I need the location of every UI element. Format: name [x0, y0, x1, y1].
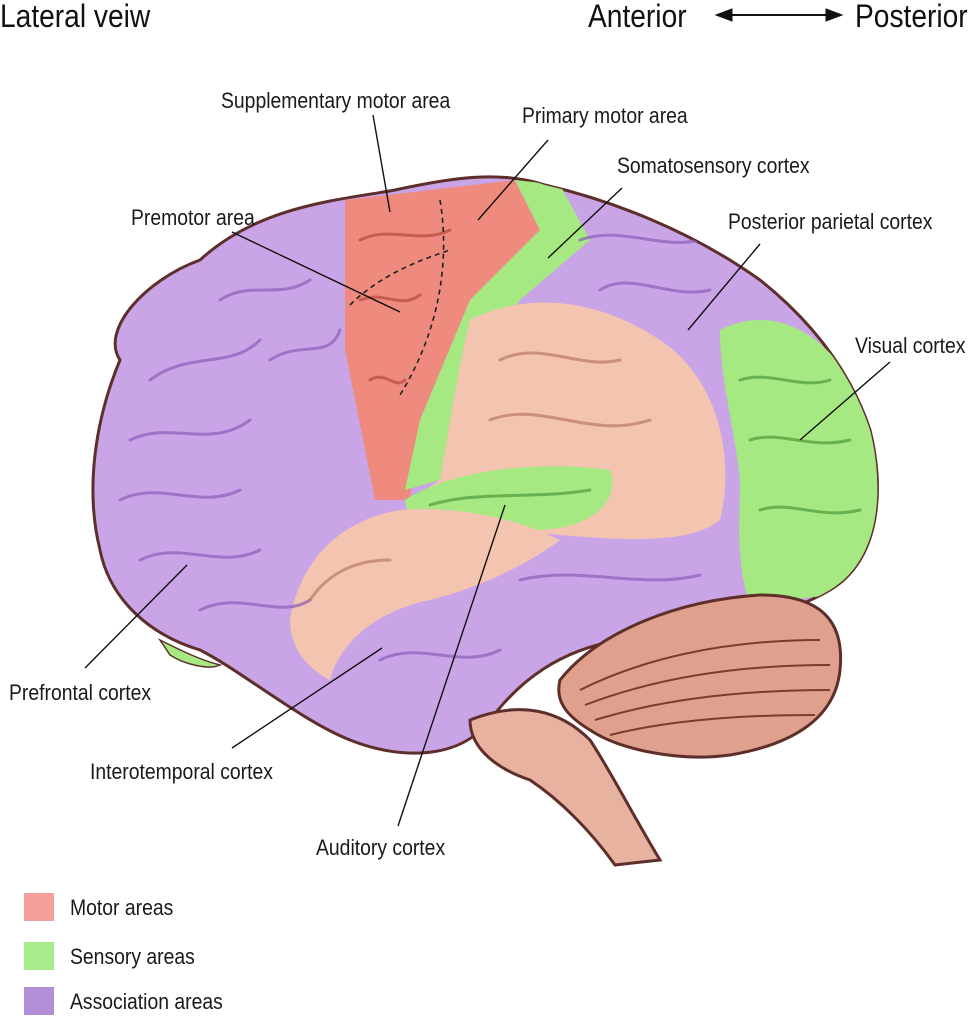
- leader-primary-motor: [477, 139, 549, 221]
- sensory-gyri-lines: [428, 375, 862, 515]
- temporal-region: [290, 509, 560, 680]
- orbital-region: [157, 638, 223, 668]
- legend-label-sensory: Sensory areas: [70, 944, 195, 969]
- leader-somatosensory: [547, 187, 623, 259]
- leader-supplementary: [372, 114, 391, 213]
- motor-gyri-lines: [358, 228, 452, 385]
- label-interotemporal-cortex: Interotemporal cortex: [90, 759, 273, 784]
- premotor-boundary: [399, 199, 445, 396]
- leader-auditory: [397, 504, 506, 827]
- label-somatosensory-cortex: Somatosensory cortex: [617, 153, 810, 178]
- leader-posterior-parietal: [687, 243, 761, 331]
- leader-interotemporal: [231, 647, 383, 749]
- posterior-label: Posterior: [855, 0, 968, 34]
- leader-prefrontal: [84, 564, 188, 669]
- double-arrow-icon: [714, 8, 844, 22]
- leader-lines: [84, 114, 891, 827]
- legend-label-association: Association areas: [70, 989, 223, 1014]
- legend-swatch-association: [24, 987, 54, 1015]
- legend-swatch-motor: [24, 893, 54, 921]
- supplementary-boundary: [349, 249, 451, 306]
- label-auditory-cortex: Auditory cortex: [316, 835, 446, 860]
- temporal-gyri-lines: [308, 351, 652, 602]
- motor-region: [345, 180, 540, 500]
- label-prefrontal-cortex: Prefrontal cortex: [9, 680, 152, 705]
- view-title: Lateral veiw: [0, 0, 151, 34]
- cerebellum-folia: [579, 639, 831, 736]
- label-primary-motor-area: Primary motor area: [522, 103, 688, 128]
- label-premotor-area: Premotor area: [131, 205, 255, 230]
- leader-visual: [799, 361, 891, 441]
- anterior-label: Anterior: [588, 0, 687, 34]
- legend-label-motor: Motor areas: [70, 895, 174, 920]
- gyri-lines: [118, 233, 712, 662]
- legend-swatch-sensory: [24, 942, 54, 970]
- brainstem: [468, 708, 663, 867]
- leader-premotor: [231, 231, 401, 313]
- label-visual-cortex: Visual cortex: [855, 333, 966, 358]
- visual-region: [720, 320, 878, 605]
- label-supplementary-motor-area: Supplementary motor area: [221, 88, 451, 113]
- label-posterior-parietal-cortex: Posterior parietal cortex: [728, 209, 933, 234]
